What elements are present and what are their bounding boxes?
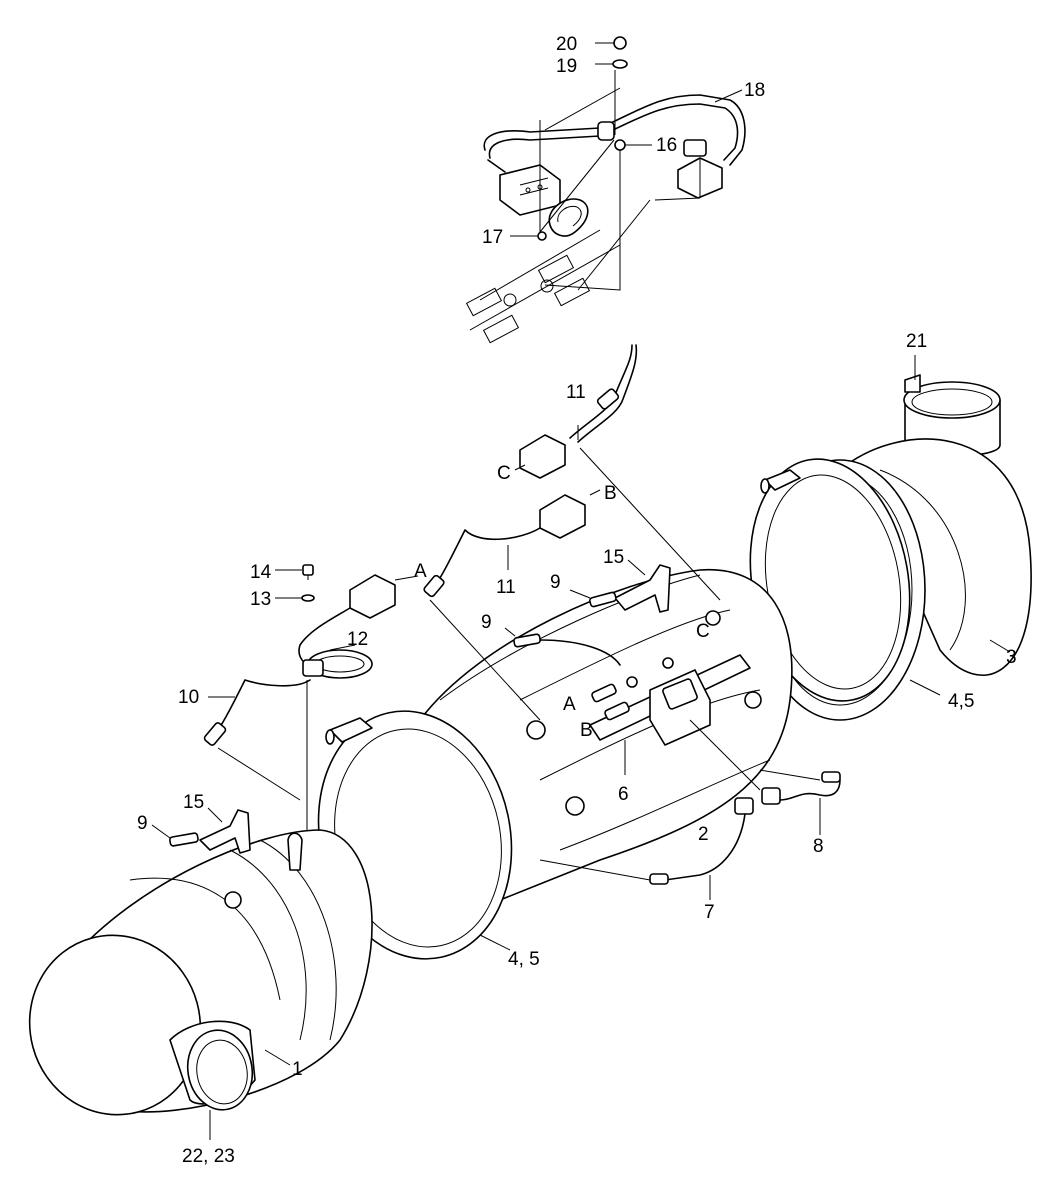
- sensor-9-left: [151, 824, 199, 847]
- label-2: 2: [698, 824, 709, 845]
- label-9-left: 9: [137, 813, 148, 834]
- label-7: 7: [704, 902, 715, 923]
- label-21: 21: [906, 331, 927, 352]
- label-9-middle: 9: [481, 612, 492, 633]
- wiring-harness-top: [465, 36, 746, 344]
- label-a-lower: A: [563, 694, 576, 715]
- label-22-23: 22, 23: [182, 1146, 235, 1167]
- label-15-left: 15: [183, 792, 204, 813]
- label-11-upper: 11: [566, 382, 586, 403]
- bolt-14-washer-13: [275, 564, 315, 602]
- label-13: 13: [250, 589, 271, 610]
- part-1-housing: [28, 829, 373, 1140]
- label-b-upper: B: [604, 483, 617, 504]
- label-9-upper: 9: [550, 572, 561, 593]
- label-1: 1: [292, 1059, 303, 1080]
- label-15-middle: 15: [603, 547, 624, 568]
- label-8: 8: [813, 836, 824, 857]
- label-12: 12: [347, 629, 368, 650]
- sensor-bracket-6: [589, 654, 751, 775]
- label-14: 14: [250, 562, 272, 583]
- label-b-lower: B: [580, 720, 593, 741]
- label-18: 18: [744, 80, 765, 101]
- label-c-lower: C: [696, 621, 710, 642]
- label-17: 17: [482, 227, 503, 248]
- label-11-lower: 11: [496, 577, 516, 598]
- label-10: 10: [178, 687, 199, 708]
- label-c-upper: C: [497, 463, 511, 484]
- sensor-9-middle: [504, 589, 621, 666]
- sensor-10-harness: [203, 574, 419, 850]
- sensor-11-upper: [514, 344, 721, 601]
- label-3: 3: [1006, 647, 1017, 668]
- label-4-5-right: 4,5: [948, 691, 974, 712]
- label-4-5-middle: 4, 5: [508, 949, 540, 970]
- sensor-11-lower: [423, 489, 601, 721]
- label-a-upper: A: [414, 561, 427, 582]
- label-19: 19: [556, 56, 577, 77]
- clamp-15-middle: [614, 559, 671, 613]
- sensor-7-8: [539, 719, 841, 900]
- label-6: 6: [618, 784, 629, 805]
- callout-labels: 20 19 18 16 17 21 11 C B 15 9 11 A 14 13…: [137, 34, 1017, 1167]
- label-16: 16: [656, 135, 677, 156]
- label-20: 20: [556, 34, 577, 55]
- clamp-15-left: [199, 807, 251, 854]
